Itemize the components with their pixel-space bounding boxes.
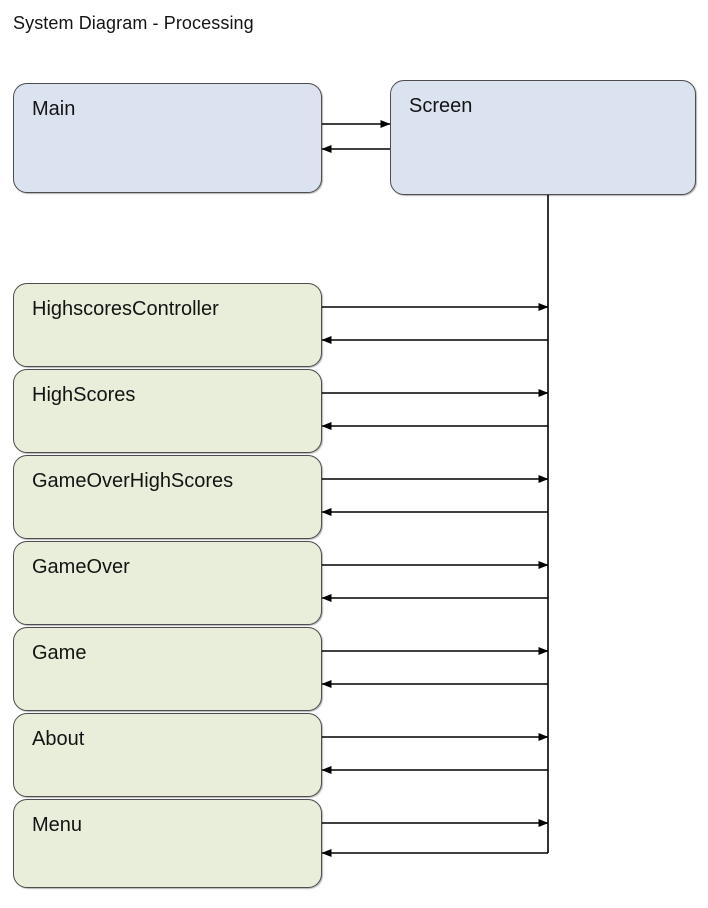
node-label-menu: Menu: [32, 814, 83, 836]
node-highscores[interactable]: HighScores: [13, 369, 322, 453]
node-label-highscores: HighScores: [32, 384, 136, 406]
node-label-gameover: GameOver: [32, 556, 130, 578]
node-main[interactable]: Main: [13, 83, 322, 193]
diagram-title: System Diagram - Processing: [13, 13, 254, 33]
node-gameoverhighscores[interactable]: GameOverHighScores: [13, 455, 322, 539]
node-gameover[interactable]: GameOver: [13, 541, 322, 625]
node-label-main: Main: [32, 98, 76, 120]
node-label-screen: Screen: [409, 95, 473, 117]
node-label-about: About: [32, 728, 85, 750]
connector-group: [321, 120, 549, 857]
node-highscorescontroller[interactable]: HighscoresController: [13, 283, 322, 367]
node-menu[interactable]: Menu: [13, 799, 322, 888]
node-label-highscorescontroller: HighscoresController: [32, 298, 219, 320]
node-label-game: Game: [32, 642, 87, 664]
node-about[interactable]: About: [13, 713, 322, 797]
node-screen[interactable]: Screen: [390, 80, 696, 195]
node-game[interactable]: Game: [13, 627, 322, 711]
node-label-gameoverhighscores: GameOverHighScores: [32, 470, 234, 492]
